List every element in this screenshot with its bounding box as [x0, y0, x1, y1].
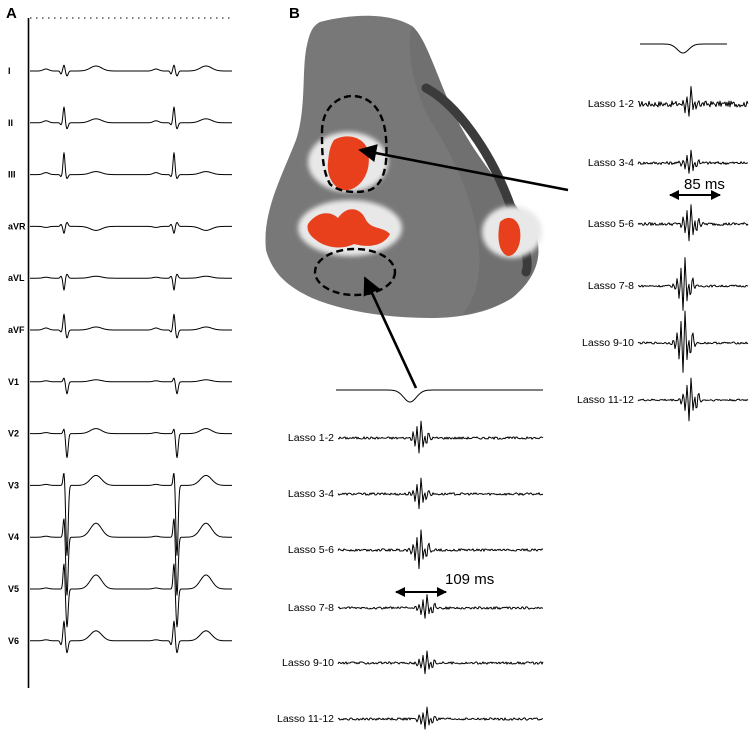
lasso-electrogram-trace — [337, 706, 544, 730]
lasso-electrogram-trace — [337, 420, 544, 454]
arrow-to-lower-region — [363, 276, 418, 389]
lasso-bottom-label: Lasso 11-12 — [277, 713, 334, 725]
lasso-electrogram-trace — [637, 85, 749, 117]
lasso-bottom-label: Lasso 3-4 — [288, 488, 334, 500]
ecg-lead-trace — [30, 64, 232, 77]
ecg-lead-trace — [30, 273, 232, 291]
lasso-electrogram-trace — [337, 477, 544, 510]
activation-site-lower — [298, 200, 402, 256]
lasso-electrogram-trace — [637, 377, 749, 422]
lasso-bottom-label: Lasso 1-2 — [288, 432, 334, 444]
ecg-lead-trace — [30, 620, 232, 654]
reference-surface-trace — [336, 389, 543, 403]
lasso-right-label: Lasso 11-12 — [577, 394, 634, 406]
ecg-lead-label: V2 — [8, 429, 19, 439]
cardiac-voltage-map — [265, 15, 542, 318]
ecg-lead-label: II — [8, 118, 13, 128]
lasso-electrogram-trace — [637, 257, 749, 311]
ecg-lead-label: I — [8, 66, 11, 76]
reference-surface-trace — [640, 43, 727, 54]
dashed-region-lower — [313, 247, 397, 297]
lasso-electrogram-trace — [337, 529, 544, 570]
dashed-region-upper — [320, 94, 388, 194]
lasso-right-label: Lasso 1-2 — [588, 98, 634, 110]
ecg-lead-label: V1 — [8, 377, 19, 387]
activation-site-upper — [308, 132, 388, 192]
activation-site-right — [482, 206, 542, 258]
map-catheter-tube — [421, 83, 532, 277]
ecg-lead-trace — [30, 472, 232, 556]
lasso-right-label: Lasso 7-8 — [588, 280, 634, 292]
interval-label-right: 85 ms — [684, 176, 725, 193]
lasso-right-label: Lasso 5-6 — [588, 218, 634, 230]
ecg-lead-label: V5 — [8, 584, 19, 594]
ecg-lead-label: aVF — [8, 325, 25, 335]
ecg-lead-trace — [30, 563, 232, 628]
lasso-bottom-label: Lasso 5-6 — [288, 544, 334, 556]
ecg-lead-label: III — [8, 170, 16, 180]
ecg-lead-label: V4 — [8, 532, 19, 542]
ecg-lead-trace — [30, 152, 232, 179]
ecg-lead-label: V6 — [8, 636, 19, 646]
ecg-lead-trace — [30, 518, 232, 596]
lasso-bottom-label: Lasso 9-10 — [282, 657, 334, 669]
panel-b-letter: B — [289, 5, 300, 22]
ecg-lead-trace — [30, 428, 232, 459]
ecg-lead-label: V3 — [8, 480, 19, 490]
lasso-electrogram-trace — [337, 650, 544, 675]
interval-label-bottom: 109 ms — [445, 571, 494, 588]
lasso-electrogram-trace — [337, 594, 544, 619]
lasso-electrogram-trace — [637, 204, 749, 242]
ecg-lead-label: aVL — [8, 273, 25, 283]
ecg-lead-label: aVR — [8, 221, 26, 231]
lasso-electrogram-trace — [637, 149, 749, 174]
lasso-electrogram-trace — [637, 310, 749, 373]
ecg-lead-trace — [30, 221, 232, 234]
lasso-right-label: Lasso 3-4 — [588, 157, 634, 169]
panel-a-letter: A — [6, 5, 17, 22]
panel-b-mapping: B — [265, 5, 749, 730]
ecg-lead-trace — [30, 313, 232, 339]
ecg-lead-trace — [30, 106, 232, 130]
lasso-bottom-label: Lasso 7-8 — [288, 602, 334, 614]
arrow-to-upper-region — [358, 144, 569, 192]
lasso-right-label: Lasso 9-10 — [582, 337, 634, 349]
ecg-lead-trace — [30, 377, 232, 395]
